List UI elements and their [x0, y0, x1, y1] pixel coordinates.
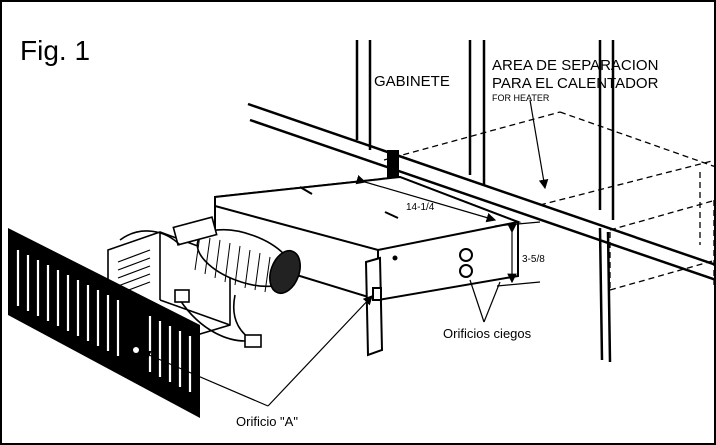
heater-area-overlay-label: FOR HEATER	[492, 93, 550, 103]
heater-area-label-line1: AREA DE SEPARACION	[492, 57, 658, 74]
cabinet-lines	[355, 40, 615, 220]
cabinet-label: GABINETE	[374, 73, 450, 90]
height-dimension-label: 3-5/8	[522, 254, 545, 265]
depth-dimension-label: 14-1/4	[406, 202, 435, 213]
figure-title: Fig. 1	[20, 35, 90, 66]
heater-area-label-line2: PARA EL CALENTADOR	[492, 75, 659, 92]
leader-arrows	[140, 99, 549, 407]
heater-clearance-area	[383, 111, 716, 291]
dimension-lines	[355, 175, 541, 287]
heater-grille	[8, 228, 200, 418]
hole-a-marker	[133, 347, 139, 353]
hole-a-label: Orificio "A"	[236, 414, 298, 429]
knockouts-label: Orificios ciegos	[443, 326, 532, 341]
